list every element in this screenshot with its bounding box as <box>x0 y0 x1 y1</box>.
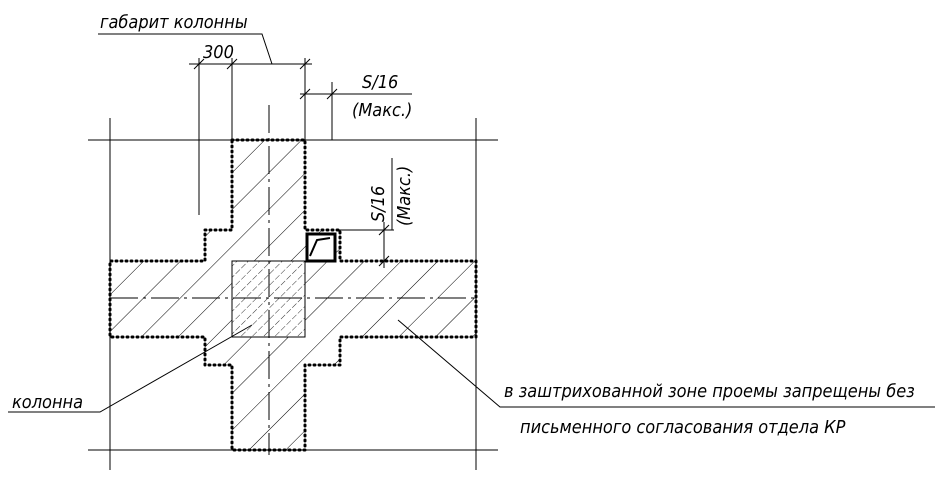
label-s16-side: S/16 <box>368 186 389 222</box>
leader-lines <box>8 319 935 413</box>
label-note-line1: в заштрихованной зоне проемы запрещены б… <box>504 381 915 402</box>
label-max-side: (Макс.) <box>394 166 415 226</box>
dimension-s16-top <box>299 82 412 140</box>
restricted-zone-outline <box>108 138 478 452</box>
axis-lines <box>110 105 476 455</box>
label-column: колонна <box>12 392 83 413</box>
dimension-s16-side <box>336 158 394 268</box>
label-column-envelope: габарит колонны <box>100 12 248 33</box>
label-max-top: (Макс.) <box>352 100 412 121</box>
opening-symbol <box>305 232 337 263</box>
label-dim-300: 300 <box>203 42 234 63</box>
label-note-line2: письменного согласования отдела КР <box>520 417 846 438</box>
label-s16-top: S/16 <box>362 72 398 93</box>
dimension-column-envelope <box>98 33 312 215</box>
